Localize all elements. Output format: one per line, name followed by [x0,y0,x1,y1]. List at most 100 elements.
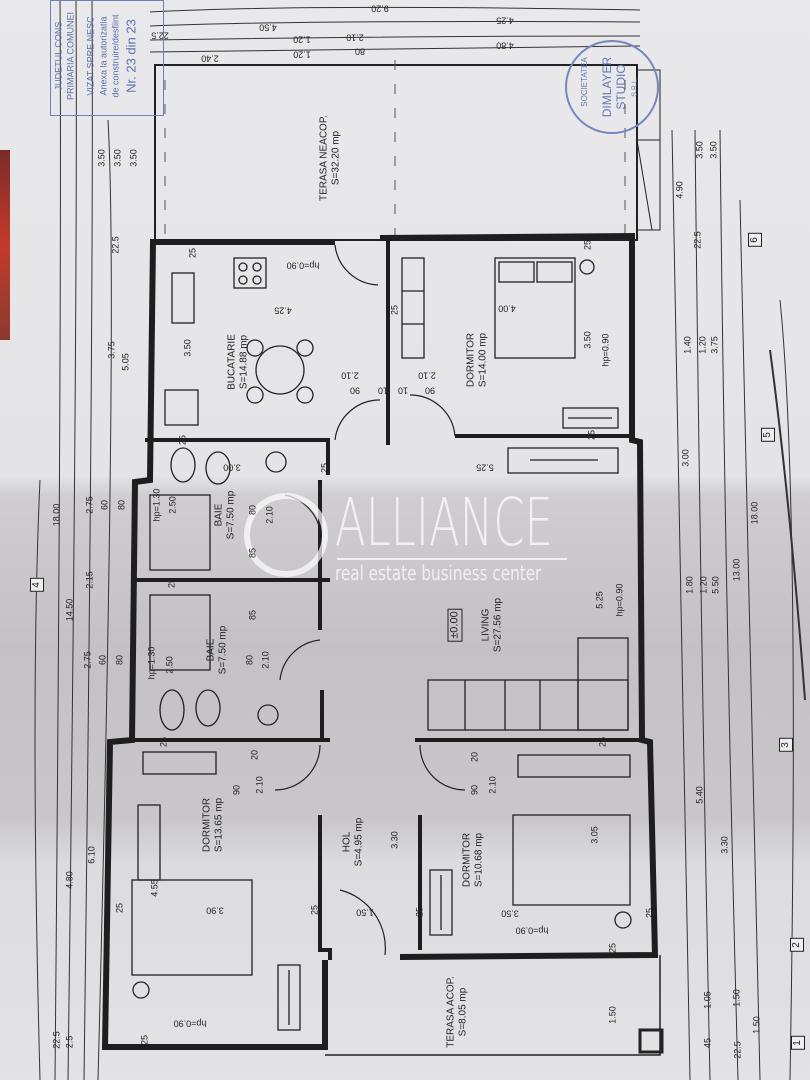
dimension-label: 22.5 [692,231,703,249]
dimension-label: 80 [354,46,366,57]
dimension-label: 14.50 [64,598,75,622]
dimension-label: 2.5 [64,1035,75,1049]
dimension-label: 2.50 [167,496,178,514]
dimension-label: 10 [377,385,389,396]
dimension-label: 2.10 [487,776,498,794]
dimension-label: 25 [607,942,618,954]
room-area: S=32.20 mp [330,130,341,186]
dimension-label: 18.00 [749,501,760,525]
dimension-label: 90 [424,385,436,396]
dimension-label: hp=0.90 [600,333,611,367]
room-name: BAIE [205,638,217,662]
room-name: TERASA NEACOP. [318,115,330,201]
dimension-label: 4.25 [496,15,514,26]
room-name: TERASA ACOP. [445,976,457,1048]
dimension-label: 80 [114,654,125,666]
dimension-label: 10 [397,385,409,396]
stamp-line: VIZAT SPRE NESC [85,16,96,96]
dimension-label: 3.75 [106,341,117,359]
dimension-label: 1.50 [731,989,742,1007]
dimension-label: 3.30 [719,836,730,854]
municipal-approval-stamp: JUDETUL CONS PRIMARIA COMUNEI VIZAT SPRE… [50,0,164,116]
dimension-label: 6.10 [86,846,97,864]
room-area: S=13.65 mp [213,797,224,853]
dimension-label: 3.50 [96,149,107,167]
room-area: S=27.56 mp [492,597,503,653]
dimension-label: 3.50 [708,141,719,159]
dimension-label: 2.10 [418,370,436,381]
dimension-label: 20 [469,751,480,763]
dimension-label: 5.50 [710,576,721,594]
stamp-line: JUDETUL CONS [53,21,64,91]
dimension-label: 1.05 [702,991,713,1009]
watermark-title: ALLIANCE [335,484,553,561]
dimension-label: 5.25 [594,591,605,609]
dimension-label: 4.80 [496,40,514,51]
dimension-label: 60 [99,499,110,511]
dimension-label: 3.50 [112,149,123,167]
dimension-label: 45 [702,1037,713,1049]
dimension-label: hp=1.30 [146,646,157,680]
dimension-label: hp=0.90 [286,260,320,271]
dimension-label: 1.20 [697,336,708,354]
dimension-label: 2.75 [82,651,93,669]
dimension-label: 25 [644,907,655,919]
room-area: S=4.95 mp [353,817,364,867]
dimension-label: 3.05 [589,826,600,844]
dimension-label: 3.00 [680,449,691,467]
dimension-label: 4.55 [149,879,160,897]
dimension-label: 1.50 [607,1006,618,1024]
dimension-label: 2.10 [254,776,265,794]
stamp-suffix: S.R.L. [631,77,639,97]
dimension-label: 25 [389,304,400,316]
dimension-label: hp=0.90 [173,1018,207,1029]
dimension-label: 5.25 [476,462,494,473]
house-in-circle-icon [244,493,328,577]
dimension-label: 2.10 [264,506,275,524]
room-area: S=7.50 mp [217,625,228,675]
dimension-label: 60 [97,654,108,666]
axis-marker: 6 [748,233,762,247]
dimension-label: 2.10 [341,370,359,381]
room-name: BAIE [213,503,225,527]
dimension-label: 1.80 [684,576,695,594]
dimension-label: 3.75 [709,336,720,354]
room-area: S=14.00 mp [477,332,488,388]
dimension-label: 4.25 [274,305,292,316]
dimension-label: hp=0.90 [614,583,625,617]
dimension-label: 2.10 [346,32,364,43]
dimension-label: 18.00 [51,503,62,527]
dimension-label: 2.15 [84,571,95,589]
dimension-label: 3.50 [182,339,193,357]
dimension-label: 90 [469,784,480,796]
dimension-label: 90 [349,385,361,396]
dimension-label: 4.50 [259,22,277,33]
dimension-label: 1.40 [682,336,693,354]
dimension-label: 13.00 [731,558,742,582]
dimension-label: 25 [309,904,320,916]
room-name: DORMITOR [201,797,213,853]
dimension-label: 3.50 [694,141,705,159]
room-name: HOL [341,831,353,853]
dimension-label: 1.20 [698,576,709,594]
room-area: S=8.05 mp [457,987,468,1037]
dimension-label: 25 [114,902,125,914]
dimension-label: 25 [582,239,593,251]
dimension-label: 3.50 [501,908,519,919]
room-name: BUCATARIE [226,334,238,390]
room-label-terasa-acop: TERASA ACOP.S=8.05 mp [446,976,469,1048]
dimension-label: 25 [597,736,608,748]
dimension-label: 25 [158,736,169,748]
dimension-label: 3.30 [389,831,400,849]
dimension-label: 1.20 [293,34,311,45]
dimension-label: 2.40 [201,53,219,64]
level-marker: ±0.00 [447,608,463,642]
dimension-label: 9.20 [371,3,389,14]
